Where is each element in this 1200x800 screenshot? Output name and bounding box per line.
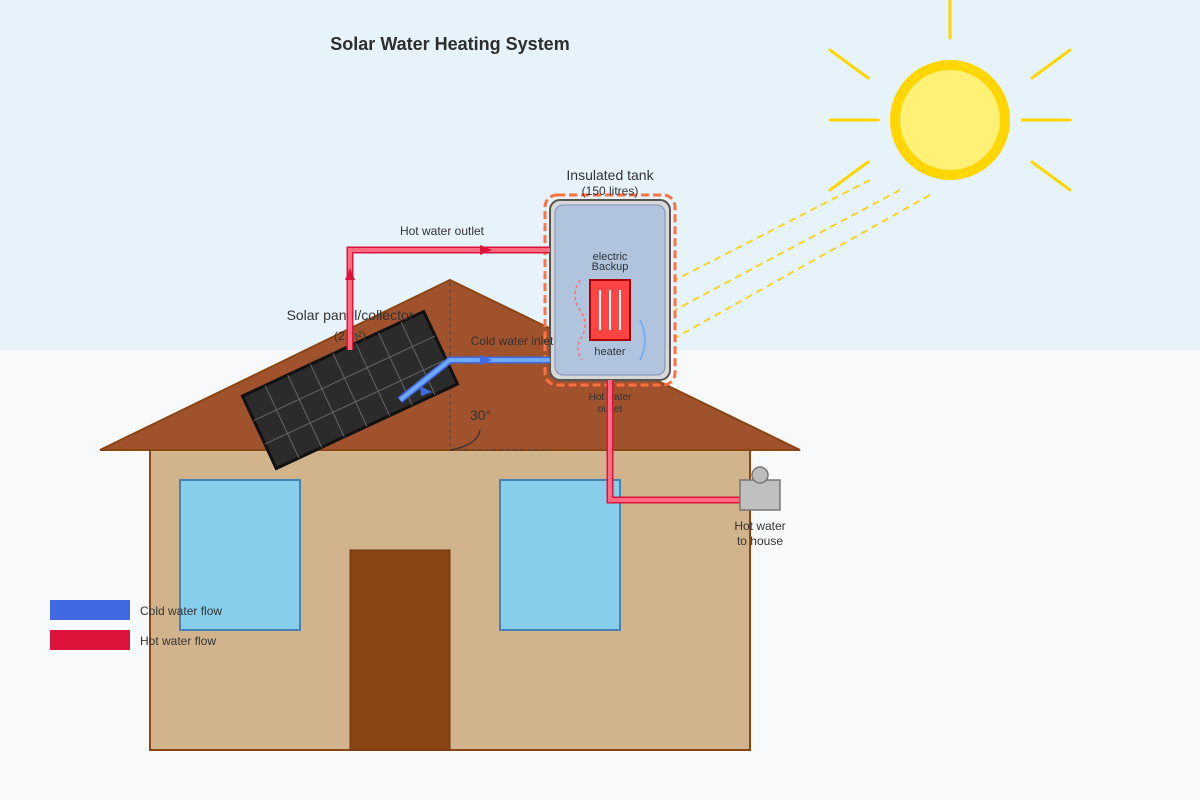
- legend-label-cold: Cold water flow: [140, 604, 222, 618]
- sun-beam: [674, 179, 871, 281]
- cold-flow-arrow: [480, 355, 492, 365]
- angle-label: 30°: [470, 407, 491, 423]
- sun-beam: [674, 189, 901, 311]
- heater-label: heater: [594, 346, 626, 358]
- sun-beam: [674, 194, 931, 339]
- hot-pipe-to-house: [608, 380, 740, 502]
- convection-cold-line: [639, 319, 646, 361]
- convection-hot-line: [574, 279, 586, 361]
- panel-grid-line: [264, 385, 300, 459]
- cold-pipe-to-panel: [398, 358, 550, 402]
- tank-capacity-label: (150 litres): [582, 184, 639, 198]
- sun-ray: [828, 48, 870, 80]
- sun-icon: [828, 0, 1072, 192]
- solar-panel: [240, 309, 460, 471]
- cold-flow-arrow-down: [420, 386, 432, 396]
- backup-label-line2: Backup: [592, 261, 629, 273]
- sun-ray: [828, 160, 870, 192]
- backup-label-line1: electric: [593, 251, 628, 263]
- sun-ray: [1030, 48, 1072, 80]
- panel-grid-line: [355, 342, 391, 416]
- cold-inlet-label: Cold water inlet: [471, 334, 554, 348]
- legend-label-hot: Hot water flow: [140, 634, 216, 648]
- panel-grid-line: [332, 353, 368, 427]
- hot-flow-arrow-up: [345, 268, 355, 280]
- hot-flow-arrow-right: [480, 245, 492, 255]
- house-tap-body: [739, 479, 781, 511]
- sun-beams: [674, 179, 931, 339]
- house-outlet-label-line2: to house: [737, 534, 783, 548]
- house-tap-knob: [751, 466, 769, 484]
- legend-swatch-hot: [50, 630, 130, 650]
- diagram-title: Solar Water Heating System: [330, 34, 569, 54]
- legend: Cold water flow Hot water flow: [50, 600, 222, 650]
- house-window-right: [499, 479, 621, 631]
- house-outlet-label-line1: Hot water: [734, 519, 785, 533]
- panel-grid-line: [309, 364, 345, 438]
- house-window-left: [179, 479, 301, 631]
- hot-outlet-label: Hot water outlet: [400, 224, 485, 238]
- panel-grid-line: [287, 374, 323, 448]
- house-door: [349, 549, 451, 751]
- panel-grid-line: [400, 321, 436, 395]
- tank-label: Insulated tank: [566, 167, 654, 183]
- sun-disc: [890, 60, 1010, 180]
- sun-ray: [1030, 160, 1072, 192]
- legend-swatch-cold: [50, 600, 130, 620]
- angle-arc: [449, 429, 481, 451]
